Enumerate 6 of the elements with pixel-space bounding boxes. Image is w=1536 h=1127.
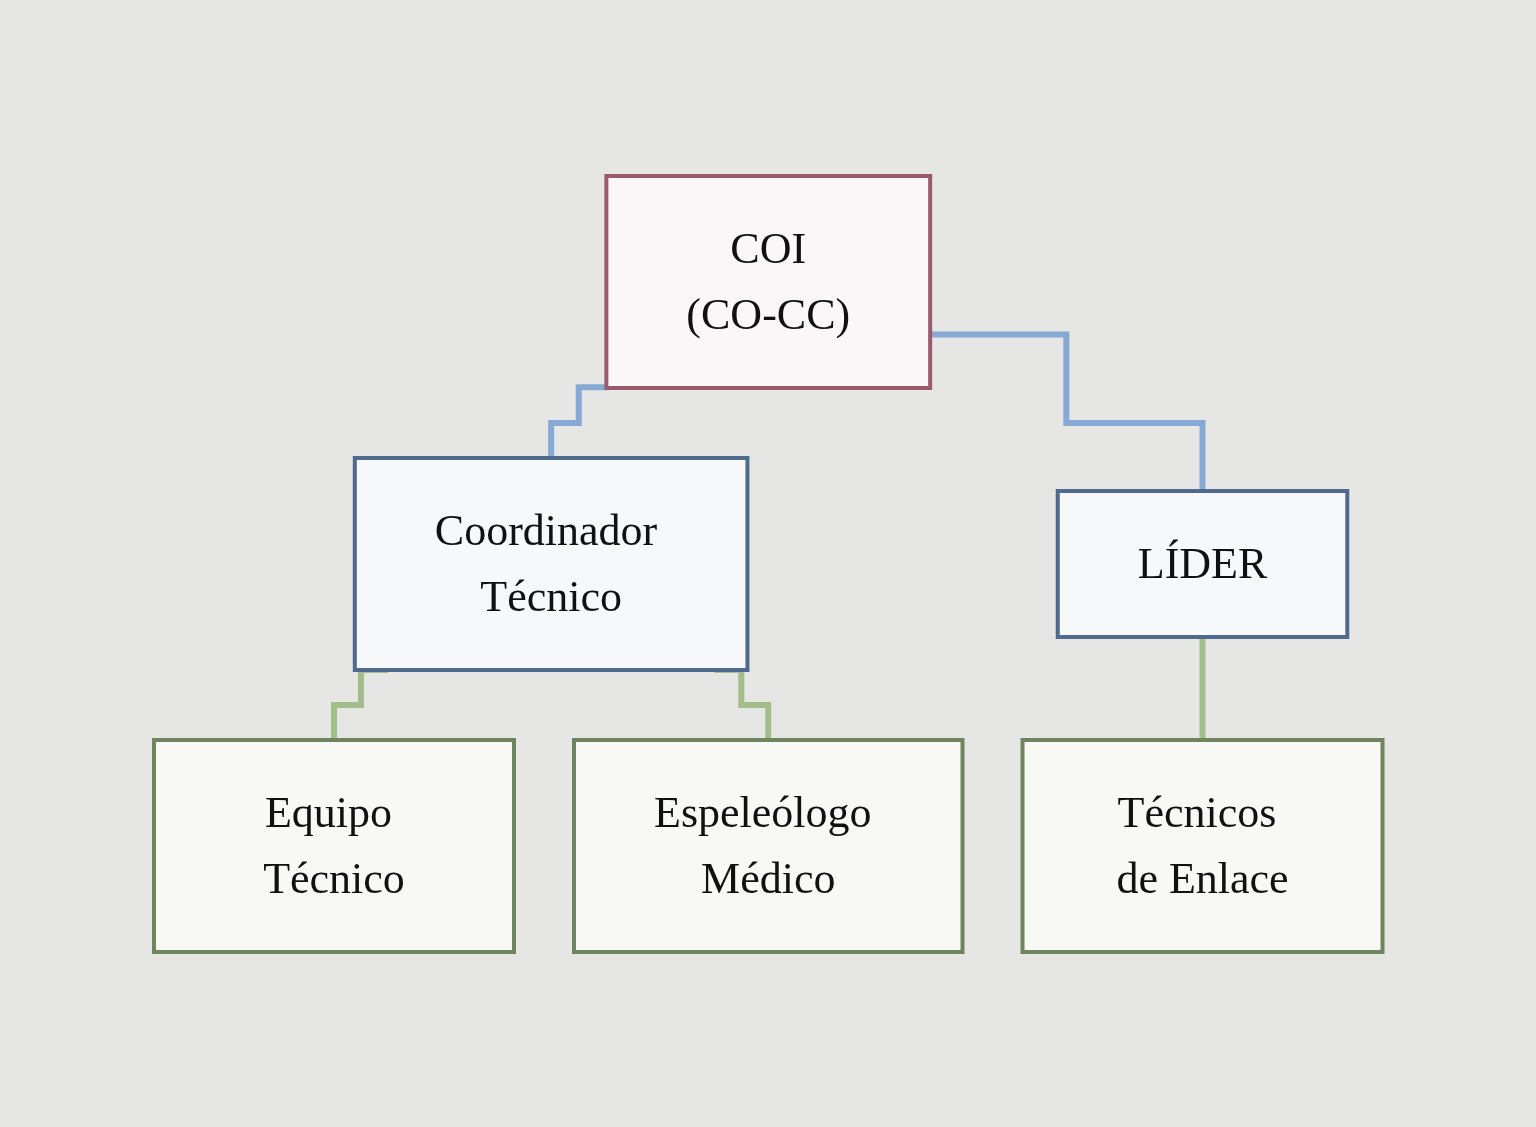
node-box: Coordinador Técnico xyxy=(352,455,750,672)
node-box: Equipo Técnico xyxy=(151,737,516,954)
node-box: COI (CO-CC) xyxy=(604,173,932,390)
node-box: Técnicos de Enlace xyxy=(1020,737,1385,954)
node-box: LÍDER xyxy=(1055,488,1349,639)
node-box: Espeleólogo Médico xyxy=(571,737,965,954)
